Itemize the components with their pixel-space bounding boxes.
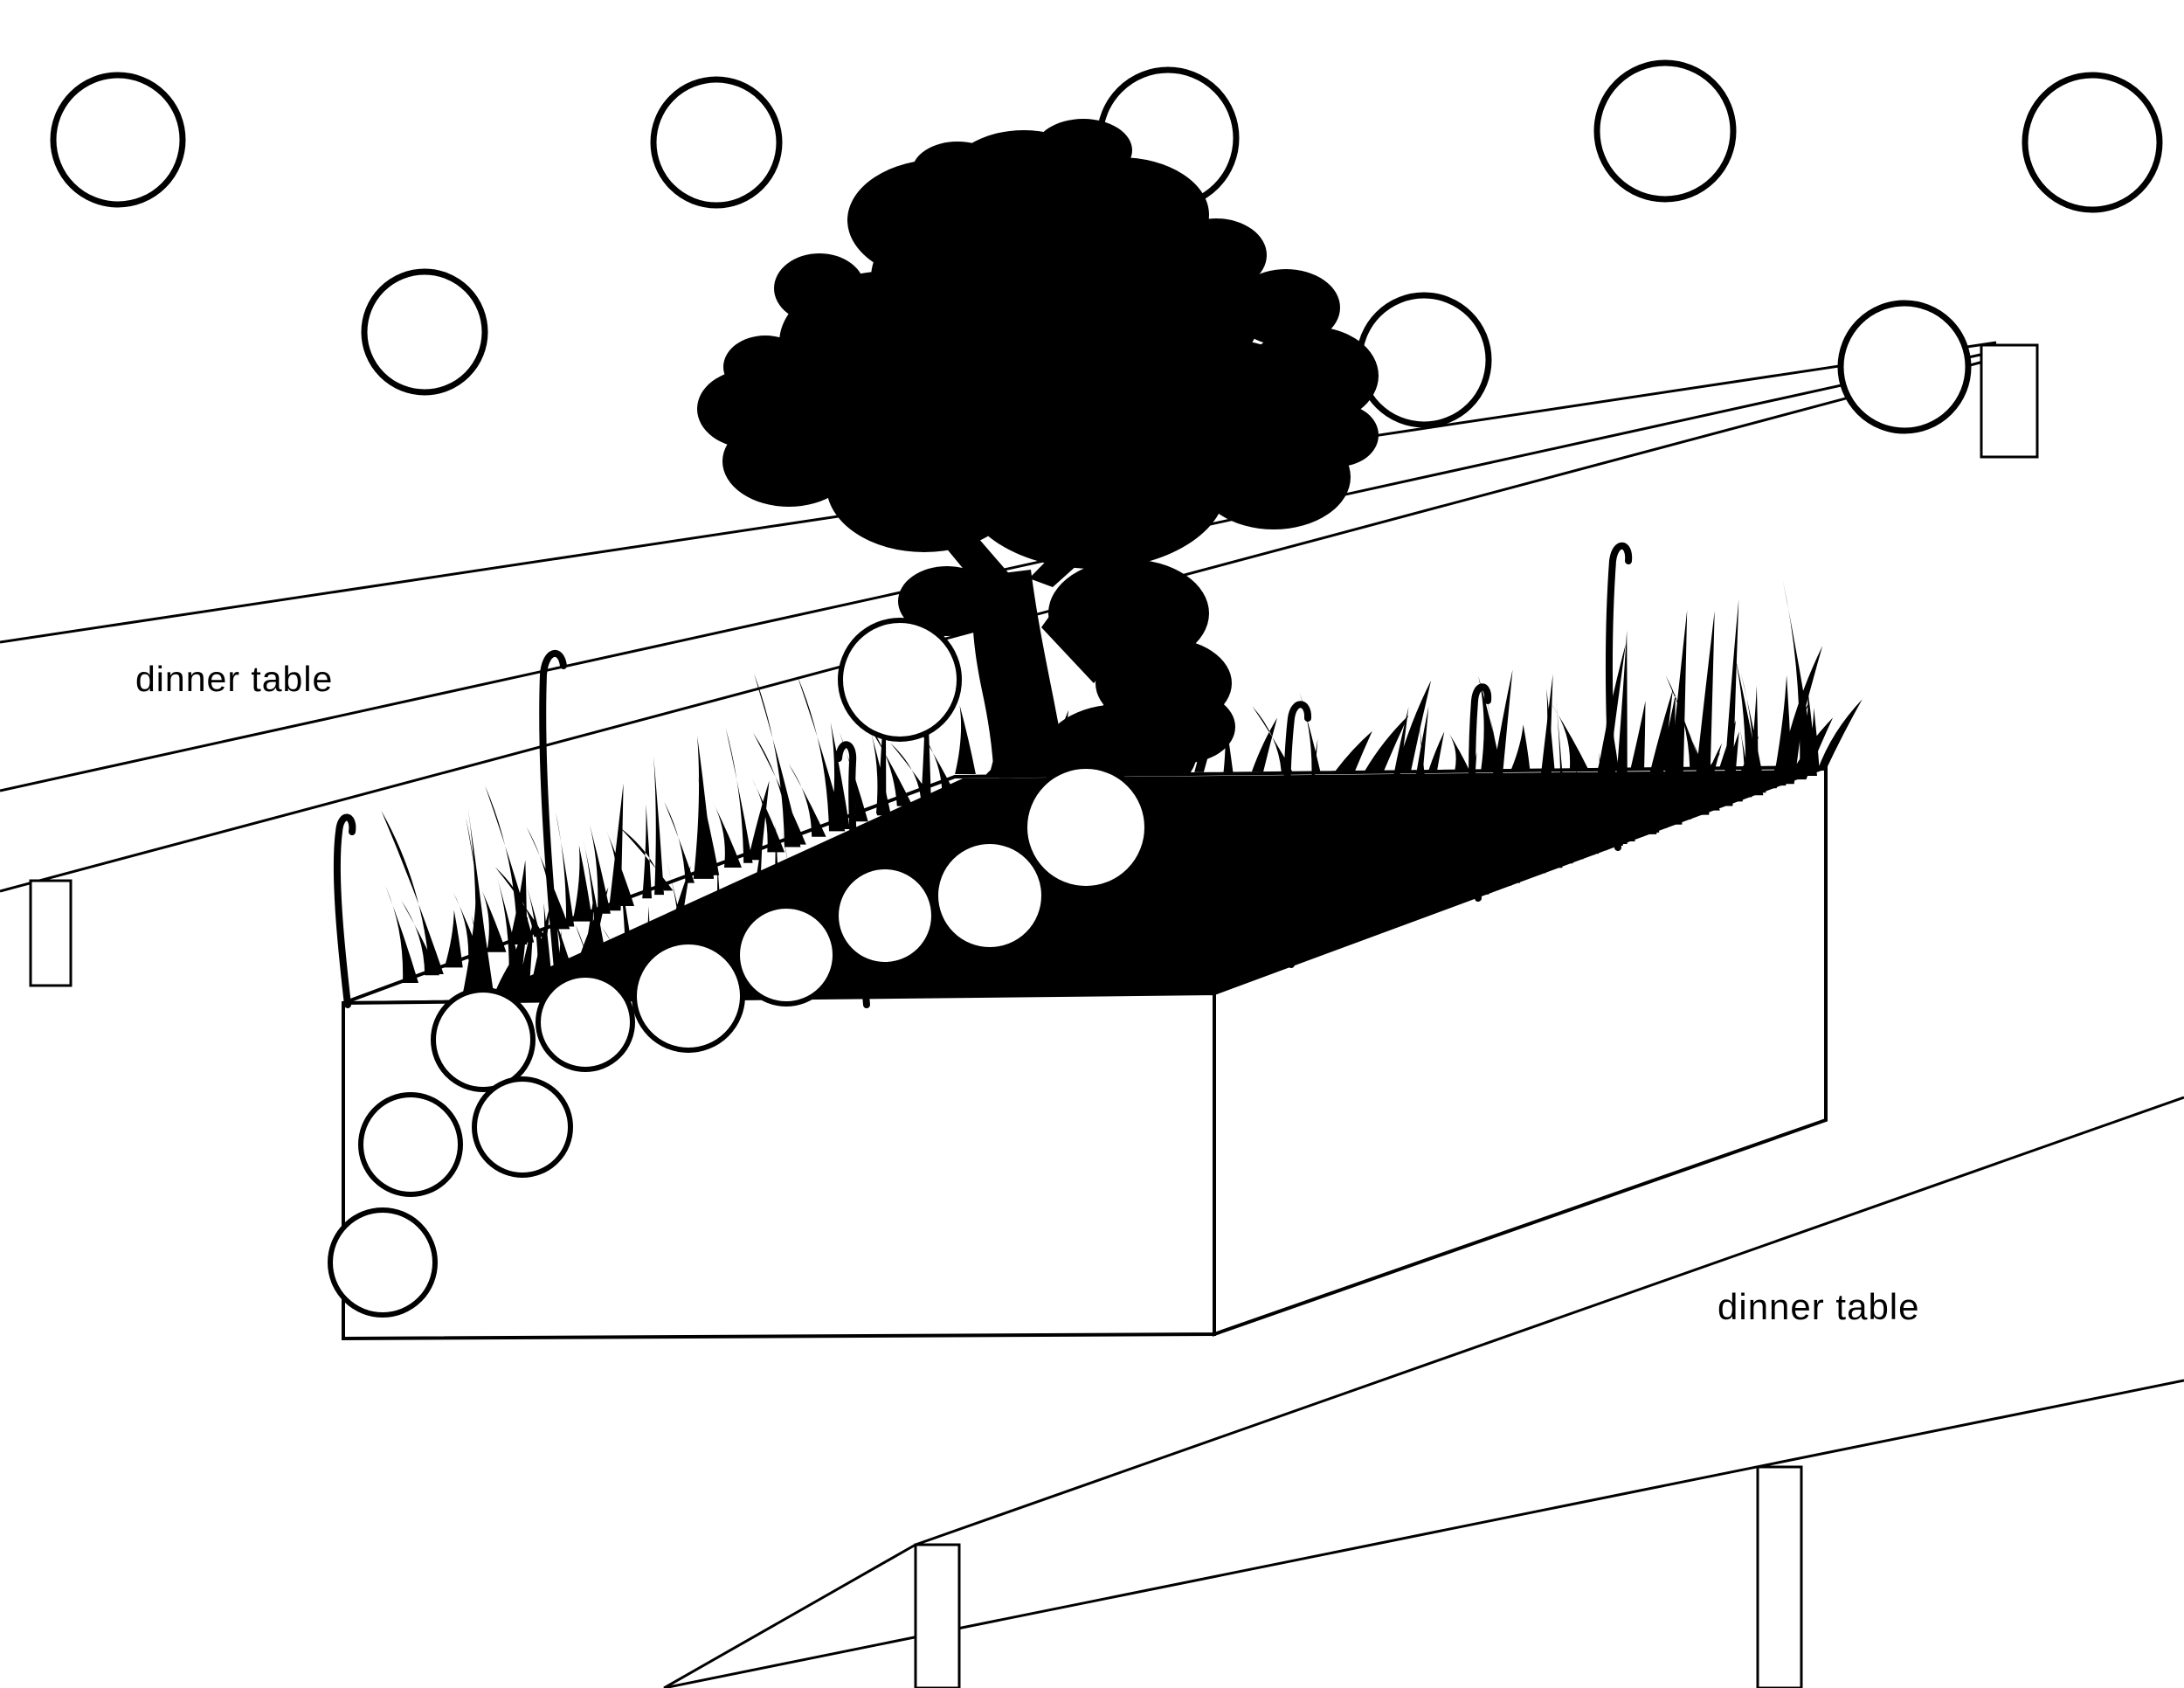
ball-ornament [933, 839, 1047, 952]
lower-table-label: dinner table [1717, 1286, 1920, 1327]
foliage-blob [826, 419, 1022, 552]
table-leg [914, 1543, 961, 1688]
ball-ornament [632, 939, 745, 1053]
ball-ornament [472, 1076, 573, 1178]
foliage-blob [774, 253, 865, 323]
foliage-blob [1246, 327, 1379, 425]
table-leg [1980, 343, 2039, 459]
ceiling-circle [50, 72, 186, 208]
ball-ornament [358, 1092, 463, 1197]
tall-grass-blade [1469, 683, 1492, 902]
foliage-blob [898, 566, 996, 636]
grass-left-row [381, 655, 954, 983]
tree-silhouette [697, 119, 1379, 865]
upper-table-label: dinner table [135, 659, 334, 699]
foliage-blob [912, 142, 1003, 201]
ceiling-circle [361, 268, 488, 396]
foliage-blob [1034, 119, 1132, 182]
ceiling-circle [650, 76, 783, 209]
grass-right-row [1211, 579, 1863, 987]
ball-ornament [328, 1207, 438, 1318]
grass-blades [1211, 673, 1863, 987]
lower-dinner-table [663, 1096, 2184, 1688]
ball-ornament [536, 972, 635, 1072]
foliage-blob [1127, 690, 1235, 764]
table-edge-line [663, 1543, 916, 1688]
grass-blades [466, 817, 1214, 1000]
tree-canopy [697, 119, 1379, 865]
ceiling-circle [1356, 292, 1492, 428]
table-edge-line [915, 1096, 2184, 1546]
grass-blades [381, 655, 931, 974]
ceiling-circle [1837, 300, 1972, 434]
table-leg [1756, 1465, 1803, 1688]
foliage-blob [1165, 218, 1267, 292]
ball-cluster [328, 618, 1150, 1318]
ball-ornament [735, 903, 838, 1007]
ceiling-circle [1593, 59, 1737, 203]
ball-ornament [838, 618, 962, 742]
tall-grass-blade [333, 813, 356, 1008]
tall-grass-blade [1606, 542, 1633, 851]
tall-grass-blade [539, 649, 567, 1008]
foliage-blob [1232, 269, 1340, 346]
grass-blades [1216, 579, 1823, 980]
foliage-blob [1298, 404, 1379, 467]
ball-ornament [431, 987, 536, 1092]
ceiling-circles [50, 59, 2163, 434]
ball-ornament [833, 864, 936, 967]
ceiling-circle [2022, 72, 2163, 213]
table-leg [29, 879, 73, 987]
ball-ornament [1022, 764, 1150, 891]
table-edge-line [663, 1379, 2184, 1688]
foliage-blob [961, 403, 1227, 569]
foliage-blob [723, 336, 807, 398]
tall-grass-blade [1282, 701, 1311, 968]
